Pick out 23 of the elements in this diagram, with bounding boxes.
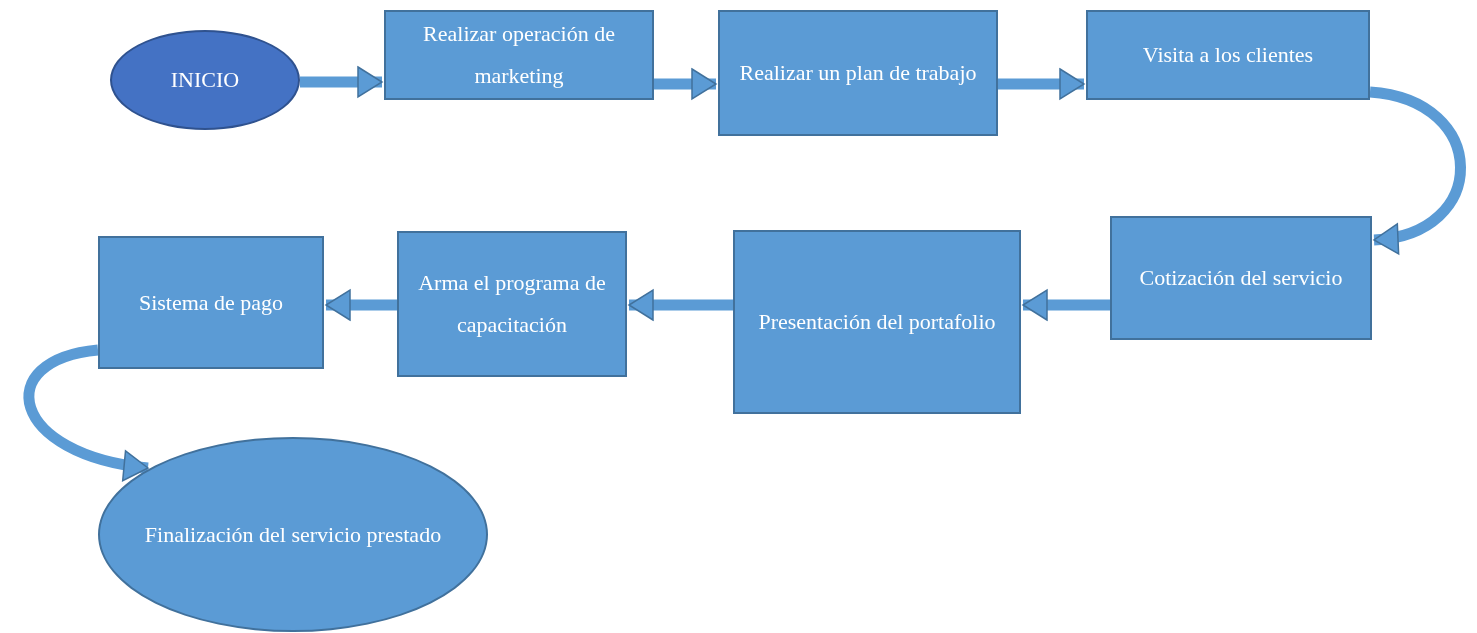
node-text: INICIO [170,66,240,95]
process-box [733,230,1021,414]
process-box [718,10,998,136]
process-box [384,10,654,100]
node-text: Realizar operación de marketing [422,20,616,90]
node-text: Sistema de pago [138,288,284,317]
node-text: Realizar un plan de trabajo [739,59,977,88]
node-text: Finalización del servicio prestado [144,520,442,549]
node-text: Presentación del portafolio [758,308,996,337]
block-arrow [1022,289,1110,321]
node-text: Cotización del servicio [1139,264,1343,293]
block-arrow [654,68,717,100]
block-arrow [300,66,383,98]
process-box [1086,10,1370,100]
process-box [1110,216,1372,340]
block-arrow [998,68,1085,100]
node-text: Visita a los clientes [1142,41,1314,70]
block-arrow [325,289,397,321]
block-arrow [628,289,733,321]
node-text: Arma el programa de capacitación [417,269,607,339]
process-box [98,236,324,369]
block-arrow [1369,86,1466,253]
process-box [397,231,627,377]
